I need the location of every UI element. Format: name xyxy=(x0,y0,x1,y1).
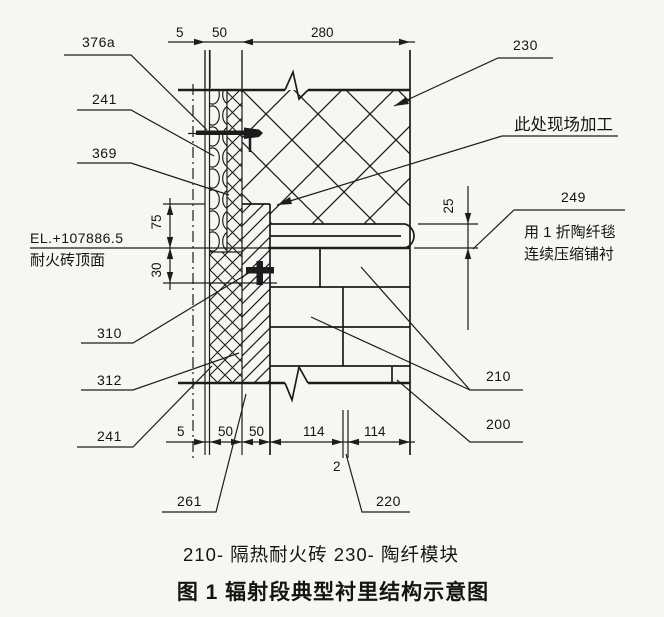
callout-369: 369 xyxy=(92,145,117,161)
dim-bottom-114b: 114 xyxy=(364,424,386,439)
field-note-arrowhead xyxy=(277,197,292,205)
callout-230: 230 xyxy=(513,37,538,53)
callout-249: 249 xyxy=(561,189,586,205)
castable-layer-region xyxy=(242,204,270,383)
dim-right-25: 25 xyxy=(441,198,456,213)
dim-bottom-50a: 50 xyxy=(218,424,233,439)
field-note: 此处现场加工 xyxy=(514,115,613,134)
blanket-layer-region xyxy=(210,90,227,252)
callout-241-top: 241 xyxy=(92,91,117,107)
brick-support-bracket xyxy=(246,261,274,285)
callout-230-arrowhead xyxy=(394,97,409,106)
dim-top-280: 280 xyxy=(311,25,334,40)
fold-note-line1: 用 1 折陶纤毯 xyxy=(524,224,616,241)
bottom-dimension-chain: 5 50 50 114 114 2 xyxy=(166,410,415,474)
right-dimension-25: 25 xyxy=(414,186,478,330)
fold-blanket-cap xyxy=(404,223,415,249)
dim-bottom-114a: 114 xyxy=(303,424,325,439)
elevation-note: 耐火砖顶面 xyxy=(30,252,105,269)
callout-220: 220 xyxy=(376,493,401,509)
dim-top-5: 5 xyxy=(176,25,184,40)
right-callouts: 230 此处现场加工 249 用 1 折陶纤毯 连续压缩铺衬 210 200 2… xyxy=(276,37,625,513)
fold-note-line2: 连续压缩铺衬 xyxy=(524,246,614,263)
figure-legend: 210- 隔热耐火砖 230- 陶纤模块 xyxy=(183,544,459,565)
bottom-break-mark xyxy=(284,364,309,403)
dim-bottom-50b: 50 xyxy=(249,424,264,439)
top-dimension-chain: 5 50 280 xyxy=(168,25,415,88)
ceramic-module-region xyxy=(242,90,410,224)
dim-top-50: 50 xyxy=(212,25,227,40)
callout-200: 200 xyxy=(486,416,511,432)
lower-crosshatch-region xyxy=(210,252,242,383)
dim-left-75: 75 xyxy=(149,214,164,229)
anchor-bolt xyxy=(188,127,263,152)
left-dimension-chain: 75 30 xyxy=(149,198,277,290)
left-callouts: 376a 241 369 EL.+107886.5 耐火砖顶面 310 312 … xyxy=(30,34,253,513)
callout-261: 261 xyxy=(177,493,202,509)
callout-241-bottom: 241 xyxy=(97,428,122,444)
callout-376a: 376a xyxy=(82,34,115,50)
dim-bottom-5: 5 xyxy=(177,424,185,439)
wall-section xyxy=(30,50,415,460)
figure-title: 图 1 辐射段典型衬里结构示意图 xyxy=(177,580,489,604)
top-break-mark xyxy=(284,69,309,101)
elevation-label: EL.+107886.5 xyxy=(30,230,124,246)
crosshatch-layer-region xyxy=(227,90,242,252)
callout-312: 312 xyxy=(97,372,122,388)
dim-left-30: 30 xyxy=(149,262,164,277)
callout-310: 310 xyxy=(97,325,122,341)
callout-210: 210 xyxy=(486,368,511,384)
figure-caption: 210- 隔热耐火砖 230- 陶纤模块 图 1 辐射段典型衬里结构示意图 xyxy=(177,544,489,604)
joint-gap-label: 2 xyxy=(333,459,341,474)
